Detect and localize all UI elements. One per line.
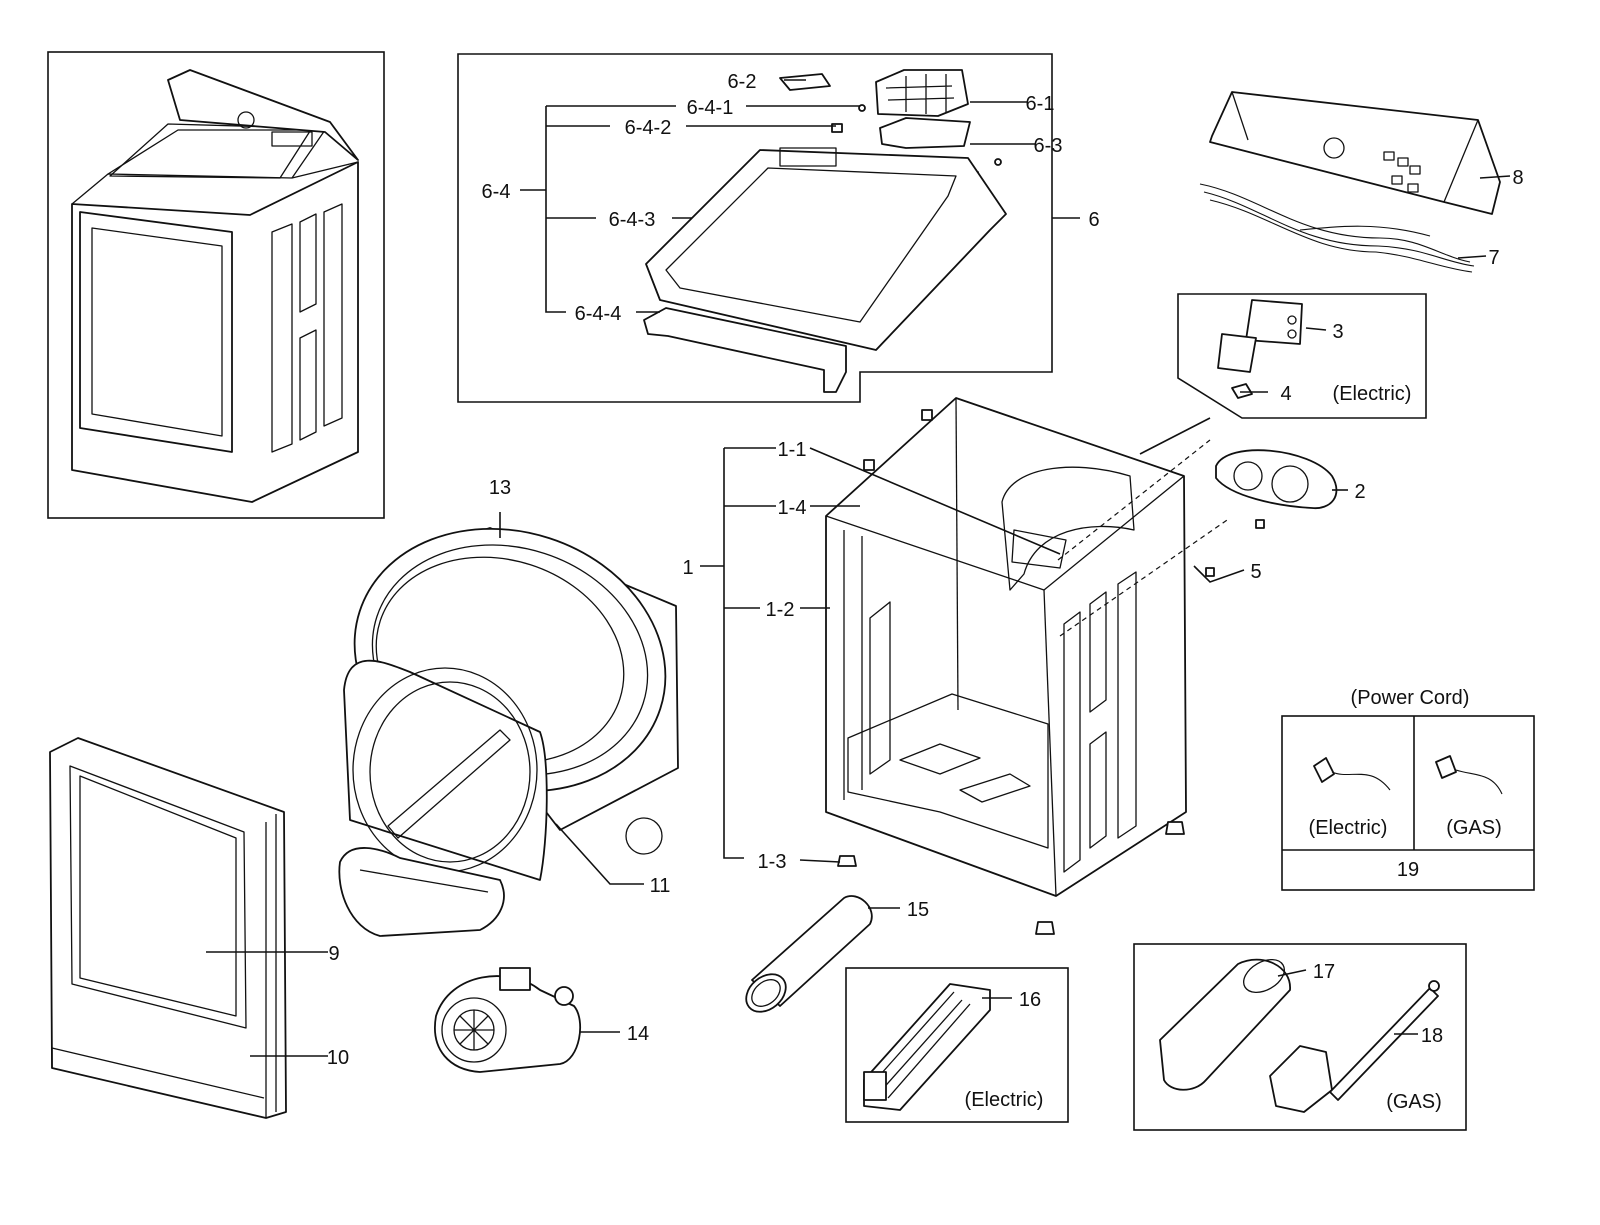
label-4: 4 <box>1280 383 1291 405</box>
label-1-4: 1-4 <box>778 497 807 519</box>
label-gas-burner: (GAS) <box>1386 1091 1442 1113</box>
door-assembly <box>49 737 287 1119</box>
top-panel-assembly-panel <box>457 53 1053 403</box>
label-18: 18 <box>1421 1025 1443 1047</box>
part-labels: 6-2 6-1 6-4-1 6-4-2 6-3 6-4 6-4-3 6 6-4-… <box>327 71 1524 1113</box>
heater-panel-electric <box>845 967 1069 1123</box>
drum-assembly <box>338 527 679 937</box>
gas-burner-panel <box>1133 943 1467 1131</box>
label-6-1: 6-1 <box>1026 93 1055 115</box>
label-7: 7 <box>1488 247 1499 269</box>
label-electric-heater-parts: (Electric) <box>1333 383 1412 405</box>
exhaust-duct <box>745 895 873 1013</box>
label-power-cord: (Power Cord) <box>1351 687 1470 709</box>
label-1: 1 <box>682 557 693 579</box>
label-6-4-1: 6-4-1 <box>687 97 734 119</box>
label-19: 19 <box>1397 859 1419 881</box>
label-1-2: 1-2 <box>766 599 795 621</box>
power-cord-panel <box>1281 715 1535 891</box>
label-6-4-3: 6-4-3 <box>609 209 656 231</box>
label-electric-heater: (Electric) <box>965 1089 1044 1111</box>
blower-housing <box>434 967 582 1073</box>
rear-duct-cover <box>1215 449 1338 509</box>
label-6-2: 6-2 <box>728 71 757 93</box>
label-8: 8 <box>1512 167 1523 189</box>
label-5: 5 <box>1250 561 1261 583</box>
label-3: 3 <box>1332 321 1343 343</box>
cabinet-assembly <box>825 397 1265 935</box>
dryer-overview-panel <box>47 51 385 519</box>
label-6-4-2: 6-4-2 <box>625 117 672 139</box>
label-cord-electric: (Electric) <box>1309 817 1388 839</box>
leader-lines <box>206 79 1511 1057</box>
label-15: 15 <box>907 899 929 921</box>
label-14: 14 <box>627 1023 649 1045</box>
electric-parts-panel <box>1177 293 1427 419</box>
label-13: 13 <box>489 477 511 499</box>
label-cord-gas: (GAS) <box>1446 817 1502 839</box>
control-panel-and-harness <box>1199 91 1501 273</box>
label-16: 16 <box>1019 989 1041 1011</box>
label-2: 2 <box>1354 481 1365 503</box>
label-11: 11 <box>650 875 671 897</box>
label-6-4: 6-4 <box>482 181 511 203</box>
label-9: 9 <box>328 943 339 965</box>
label-6: 6 <box>1088 209 1099 231</box>
label-10: 10 <box>327 1047 349 1069</box>
label-1-1: 1-1 <box>778 439 807 461</box>
label-6-4-4: 6-4-4 <box>575 303 622 325</box>
label-6-3: 6-3 <box>1034 135 1063 157</box>
label-1-3: 1-3 <box>758 851 787 873</box>
label-17: 17 <box>1313 961 1335 983</box>
